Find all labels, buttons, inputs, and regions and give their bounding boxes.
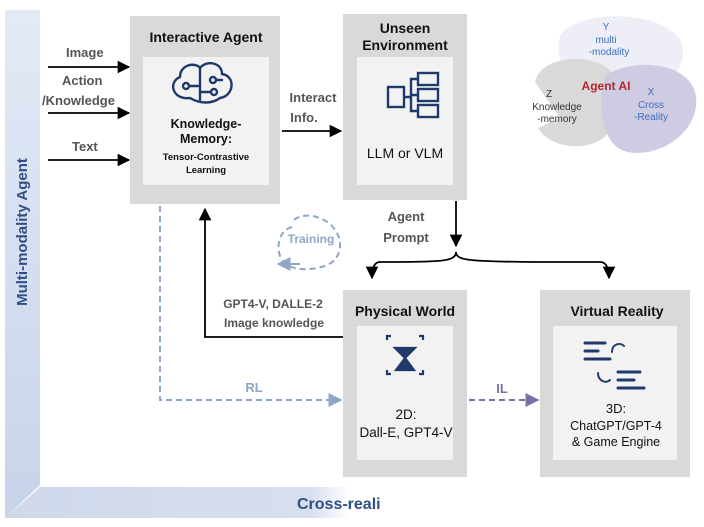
agent-prompt-line2: Prompt bbox=[383, 230, 429, 245]
branch-to-virtual bbox=[455, 251, 616, 280]
feedback-arrow bbox=[198, 207, 343, 338]
venn-z-shape bbox=[535, 58, 620, 147]
rl-label: RL bbox=[245, 380, 262, 395]
side-band bbox=[5, 10, 40, 518]
venn-x-shape bbox=[601, 64, 697, 153]
unseen-title-line2: Environment bbox=[362, 37, 448, 53]
branch-to-physical bbox=[365, 251, 457, 280]
projection-icon bbox=[385, 334, 425, 376]
memory-line1: Knowledge- bbox=[171, 117, 242, 131]
physical-world-line1: 2D: bbox=[395, 407, 416, 422]
bottom-label: Cross-reali bbox=[297, 496, 381, 513]
interact-info-line2: Info. bbox=[290, 110, 317, 125]
contrastive-line1: Tensor-Contrastive bbox=[163, 152, 249, 163]
memory-line2: Memory: bbox=[180, 132, 232, 146]
il-label: IL bbox=[496, 381, 508, 396]
venn-center: Agent AI bbox=[582, 79, 631, 93]
rl-dashed-path bbox=[159, 206, 343, 407]
gpt-knowledge-line2: Image knowledge bbox=[224, 316, 324, 330]
interactive-agent-title: Interactive Agent bbox=[149, 29, 262, 45]
gpt-knowledge-line1: GPT4-V, DALLE-2 bbox=[223, 297, 323, 311]
virtual-reality-title: Virtual Reality bbox=[570, 303, 663, 319]
venn-z-line2: -memory bbox=[537, 114, 576, 125]
physical-world-title: Physical World bbox=[355, 303, 455, 319]
agent-prompt-line1: Agent bbox=[388, 209, 426, 224]
input-knowledge-label: /Knowledge bbox=[42, 93, 115, 108]
virtual-reality-line2: ChatGPT/GPT-4 bbox=[570, 419, 662, 433]
sort-icon bbox=[583, 341, 646, 390]
input-image-label: Image bbox=[66, 45, 104, 60]
venn-x-axis: X bbox=[648, 87, 655, 98]
training-label: Training bbox=[288, 232, 335, 246]
venn-z-line1: Knowledge bbox=[532, 102, 582, 113]
virtual-reality-inner bbox=[553, 326, 677, 460]
contrastive-line2: Learning bbox=[186, 165, 226, 176]
unseen-title-line1: Unseen bbox=[380, 20, 431, 36]
virtual-reality-line3: & Game Engine bbox=[572, 435, 660, 449]
side-label: Multi-modality Agent bbox=[14, 158, 31, 306]
interact-info-line1: Interact bbox=[290, 90, 338, 105]
input-action-label: Action bbox=[62, 73, 103, 88]
input-text-label: Text bbox=[72, 139, 98, 154]
venn-y-line1: multi bbox=[595, 35, 616, 46]
venn-y-line2: -modality bbox=[589, 47, 630, 58]
venn-x-line1: Cross bbox=[638, 100, 664, 111]
training-loop bbox=[277, 214, 341, 271]
virtual-reality-line1: 3D: bbox=[606, 401, 626, 416]
agent-ai-venn: Y multi -modality Agent AI Z Knowledge -… bbox=[532, 16, 697, 153]
physical-world-line2: Dall-E, GPT4-V bbox=[359, 425, 452, 440]
venn-z-axis: Z bbox=[546, 89, 552, 100]
interactive-agent-inner bbox=[143, 57, 269, 185]
brain-icon bbox=[171, 62, 233, 104]
venn-x-line2: -Reality bbox=[634, 112, 668, 123]
venn-y-axis: Y bbox=[603, 22, 610, 33]
network-icon bbox=[386, 71, 440, 119]
llm-vlm-label: LLM or VLM bbox=[367, 145, 443, 161]
